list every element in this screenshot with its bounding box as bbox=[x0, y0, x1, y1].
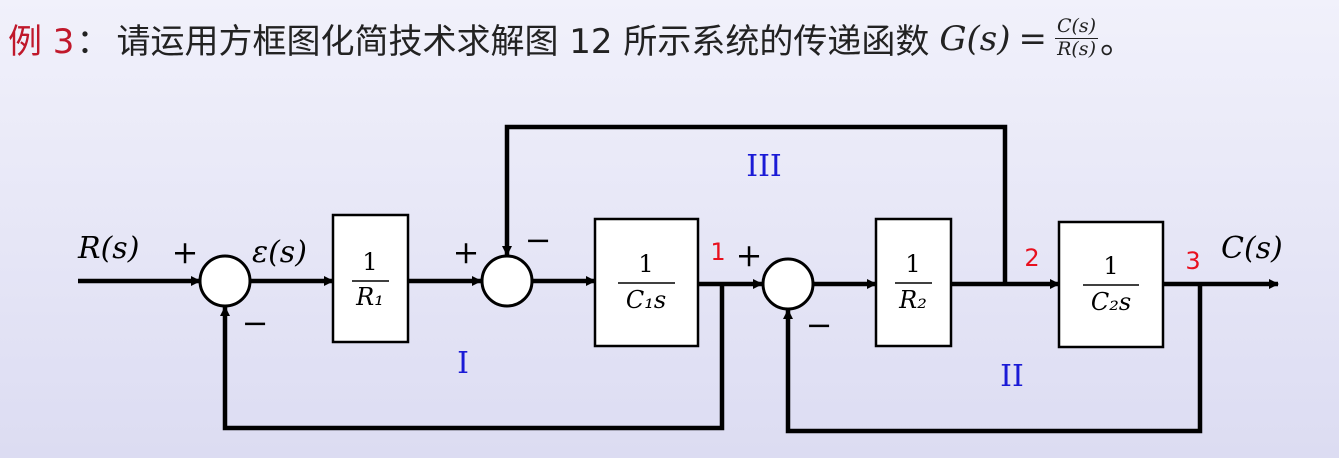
node-label-1: 1 bbox=[710, 238, 725, 266]
node-label-2: 2 bbox=[1024, 244, 1039, 272]
fraction-denominator: R(s) bbox=[1057, 38, 1096, 60]
sign-sum2-minus: − bbox=[525, 221, 552, 259]
block-2 bbox=[593, 217, 700, 348]
input-label: R(s) bbox=[77, 231, 139, 266]
node-label-3: 3 bbox=[1185, 247, 1200, 275]
feedback-loop-II bbox=[783, 284, 1203, 434]
feedback-loop-III bbox=[502, 124, 1008, 284]
block-1-denominator: R₁ bbox=[355, 283, 384, 311]
summing-junction-1 bbox=[198, 254, 252, 308]
summing-junction-3 bbox=[761, 257, 815, 311]
loop-label-I: I bbox=[457, 346, 469, 381]
block-2-denominator: C₁s bbox=[626, 286, 666, 314]
block-3-numerator: 1 bbox=[905, 250, 920, 278]
title-period: 。 bbox=[1100, 22, 1135, 62]
sign-sum3-plus: + bbox=[736, 236, 763, 274]
block-3-denominator: R₂ bbox=[898, 286, 927, 314]
sign-sum1-plus: + bbox=[172, 233, 199, 271]
sign-sum3-minus: − bbox=[806, 306, 833, 344]
error-label: ε(s) bbox=[252, 235, 307, 270]
block-4-numerator: 1 bbox=[1103, 252, 1118, 280]
loop-label-II: II bbox=[1000, 359, 1024, 394]
sign-sum1-minus: − bbox=[242, 304, 269, 342]
page-title: 例 3 ： 请运用方框图化简技术求解图 12 所示系统的传递函数 G(s) = … bbox=[8, 14, 1134, 63]
fraction-numerator: C(s) bbox=[1054, 15, 1099, 39]
loop-label-III: III bbox=[746, 149, 782, 184]
summing-junction-2 bbox=[480, 254, 534, 308]
block-2-numerator: 1 bbox=[638, 250, 653, 278]
output-label: C(s) bbox=[1221, 231, 1283, 266]
block-1-numerator: 1 bbox=[362, 248, 377, 276]
transfer-function-lhs: G(s) bbox=[939, 18, 1011, 59]
sign-sum2-plus: + bbox=[453, 233, 480, 271]
block-4-denominator: C₂s bbox=[1091, 288, 1131, 316]
equals-sign: = bbox=[1018, 18, 1047, 59]
block-1 bbox=[331, 213, 410, 344]
problem-statement: 请运用方框图化简技术求解图 12 所示系统的传递函数 bbox=[116, 22, 930, 62]
feedback-loop-I bbox=[220, 284, 725, 431]
block-3 bbox=[874, 217, 953, 348]
title-colon: ： bbox=[76, 22, 111, 62]
example-label: 例 3 bbox=[8, 22, 75, 62]
transfer-function-fraction: C(s) R(s) bbox=[1054, 15, 1099, 60]
